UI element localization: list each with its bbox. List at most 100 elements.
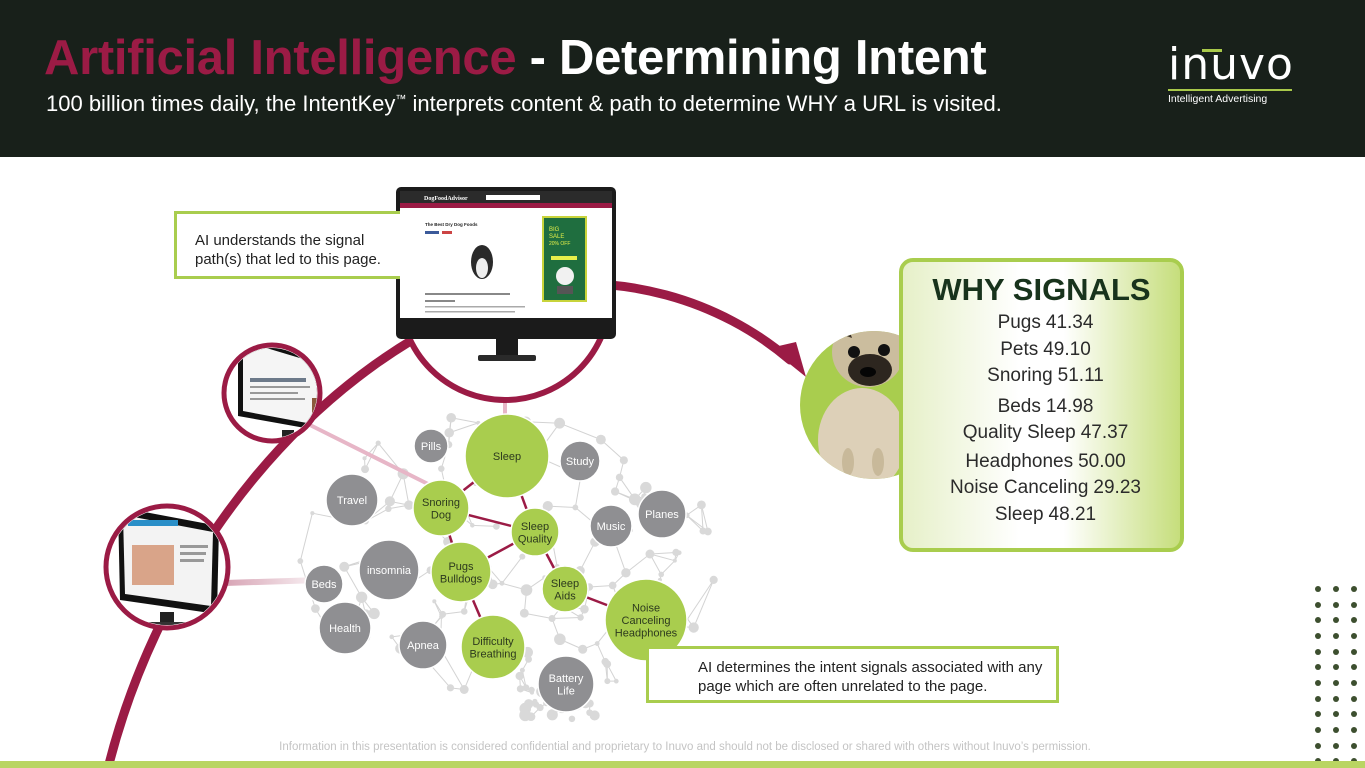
network-link bbox=[579, 541, 596, 571]
concept-node-circle bbox=[412, 479, 470, 537]
concept-node-label: Music bbox=[597, 521, 626, 533]
network-node bbox=[542, 500, 553, 512]
trademark-mark: ™ bbox=[395, 93, 407, 106]
network-node bbox=[404, 500, 414, 510]
network-node bbox=[536, 704, 544, 712]
signal-label: Noise Canceling bbox=[950, 477, 1089, 498]
signal-label: Sleep bbox=[994, 503, 1044, 525]
intent-signals-callout: AI determines the intent signals associa… bbox=[646, 646, 1059, 703]
network-node bbox=[688, 622, 699, 633]
arrow-head bbox=[770, 342, 806, 377]
inuvo-logo: inuvo Intelligent Advertising bbox=[1168, 43, 1293, 105]
concept-node-circle bbox=[413, 428, 449, 464]
network-node bbox=[601, 657, 610, 666]
network-link bbox=[299, 513, 313, 562]
concept-node-label: Beds bbox=[311, 579, 337, 591]
network-node bbox=[519, 553, 526, 560]
network-link bbox=[686, 514, 704, 532]
network-node bbox=[355, 591, 368, 603]
concept-node-label: Headphones bbox=[615, 628, 678, 640]
signal-score: 50.00 bbox=[1078, 450, 1126, 472]
network-node bbox=[520, 584, 533, 596]
network-node bbox=[572, 504, 579, 511]
network-node bbox=[389, 634, 395, 640]
dot bbox=[1315, 617, 1321, 624]
network-node bbox=[640, 481, 652, 494]
signal-score: 47.37 bbox=[1080, 422, 1129, 443]
signal-score: 29.23 bbox=[1093, 477, 1141, 498]
dot bbox=[1351, 711, 1357, 718]
network-node bbox=[446, 684, 455, 692]
concept-node-label: Sleep bbox=[551, 578, 579, 590]
network-node bbox=[368, 607, 380, 620]
concept-node-label: Battery bbox=[549, 673, 584, 685]
dot bbox=[1315, 648, 1321, 655]
network-link bbox=[552, 616, 581, 620]
network-node bbox=[676, 550, 682, 556]
network-node bbox=[499, 580, 505, 586]
network-node bbox=[610, 487, 620, 496]
dot bbox=[1351, 679, 1357, 686]
logo-word: inuvo bbox=[1168, 39, 1294, 90]
concept-node-label: Noise bbox=[632, 603, 660, 615]
concept-node-circle bbox=[430, 541, 492, 603]
logo-tagline: Intelligent Advertising bbox=[1168, 93, 1268, 105]
dot bbox=[1333, 679, 1339, 686]
network-link bbox=[449, 422, 479, 434]
network-link bbox=[364, 442, 379, 459]
concept-node-label: Study bbox=[566, 456, 595, 468]
concept-node-label: Bulldogs bbox=[440, 573, 483, 585]
connector-top-monitor bbox=[309, 423, 431, 487]
network-link bbox=[501, 556, 523, 584]
network-node bbox=[384, 496, 395, 507]
network-node bbox=[362, 456, 367, 461]
connector-bottom-monitor bbox=[224, 577, 321, 586]
network-node bbox=[548, 614, 556, 623]
main-page-article-title: The Best Dry Dog Foods bbox=[425, 222, 478, 227]
dot bbox=[1333, 695, 1339, 702]
dot bbox=[1333, 601, 1339, 608]
concept-node-travel: Travel bbox=[325, 473, 379, 527]
network-link bbox=[343, 566, 363, 598]
dot bbox=[1351, 648, 1357, 655]
network-node bbox=[699, 527, 707, 535]
dot bbox=[1351, 586, 1357, 592]
why-signals-title: WHY SIGNALS bbox=[932, 272, 1151, 307]
concept-node-circle bbox=[398, 620, 448, 670]
dot bbox=[1315, 711, 1321, 718]
network-node bbox=[444, 427, 454, 438]
concept-node-sleep: Sleep bbox=[464, 413, 550, 499]
dot bbox=[1351, 664, 1357, 671]
network-node bbox=[487, 579, 498, 590]
concept-node-apnea: Apnea bbox=[398, 620, 448, 670]
concept-node-circle bbox=[318, 601, 372, 655]
network-node bbox=[311, 604, 320, 613]
network-node bbox=[459, 685, 469, 694]
ad-line-2: SALE bbox=[549, 234, 564, 240]
dot bbox=[1351, 695, 1357, 702]
title-accent: Artificial Intelligence bbox=[44, 31, 517, 85]
dot bbox=[1315, 695, 1321, 702]
network-link bbox=[589, 584, 613, 588]
dot bbox=[1351, 632, 1357, 639]
network-node bbox=[577, 614, 584, 621]
concept-node-label: Life bbox=[557, 685, 575, 697]
logo-underline bbox=[1168, 89, 1292, 91]
dot bbox=[1315, 632, 1321, 639]
decorative-dot-grid bbox=[1315, 586, 1365, 766]
concept-node-label: Dog bbox=[431, 509, 451, 521]
concept-node-label: Sleep bbox=[493, 451, 521, 463]
signal-score: 41.34 bbox=[1045, 312, 1094, 333]
network-node bbox=[594, 641, 600, 646]
dot bbox=[1333, 726, 1339, 733]
